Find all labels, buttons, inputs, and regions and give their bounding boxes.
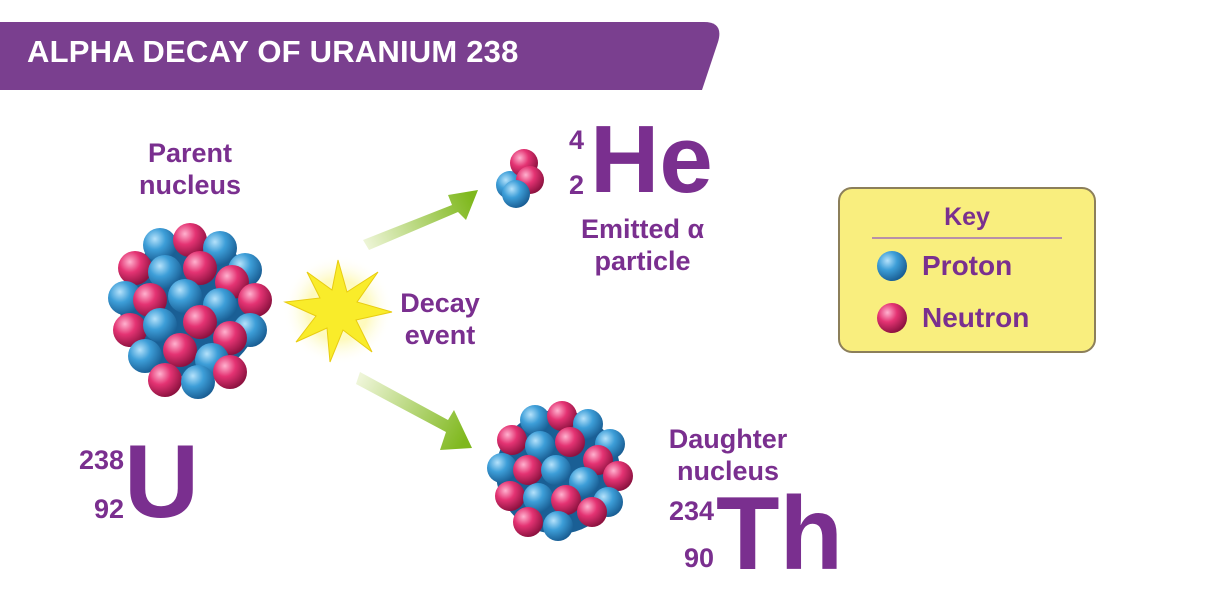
decay-event-label: Decay event: [380, 287, 500, 351]
neutron-icon: [877, 303, 907, 333]
uranium-atomic-number: 92: [93, 494, 124, 524]
decay-label-line2: event: [404, 320, 476, 350]
key-neutron-row: Neutron: [876, 300, 1029, 336]
diagram-title: ALPHA DECAY OF URANIUM 238: [27, 34, 519, 69]
parent-nucleus: [108, 223, 272, 399]
proton-label: Proton: [922, 250, 1013, 281]
parent-label-line2: nucleus: [138, 170, 242, 200]
alpha-label-line2: particle: [594, 246, 691, 276]
daughter-label-line1: Daughter: [668, 424, 788, 454]
daughter-nucleus-label: Daughter nucleus: [648, 423, 808, 487]
helium-atomic-number: 2: [568, 170, 584, 200]
uranium-mass-number: 238: [78, 445, 124, 475]
helium-mass-number: 4: [568, 125, 584, 155]
neutron-label: Neutron: [922, 302, 1030, 333]
alpha-particle: [496, 149, 544, 208]
proton-icon: [877, 251, 907, 281]
decay-label-line1: Decay: [400, 288, 480, 318]
thorium-atomic-number: 90: [683, 543, 714, 573]
key-divider: [872, 237, 1062, 239]
alpha-particle-label: Emitted α particle: [560, 213, 725, 277]
key-box: Key Proton Neutr: [838, 187, 1096, 353]
alpha-label-line1: Emitted α: [580, 214, 705, 244]
thorium-symbol: Th: [716, 476, 844, 592]
arrow-to-alpha: [363, 190, 478, 250]
decay-star: [283, 255, 393, 365]
thorium-mass-number: 234: [668, 496, 714, 526]
title-banner: [0, 22, 720, 90]
key-title: Key: [944, 203, 990, 231]
key-proton-row: Proton: [876, 248, 1012, 284]
helium-symbol: He: [590, 106, 713, 213]
parent-nucleus-label: Parent nucleus: [120, 137, 260, 201]
uranium-symbol: U: [124, 424, 200, 540]
daughter-nucleus: [487, 401, 633, 541]
parent-label-line1: Parent: [147, 138, 233, 168]
daughter-label-line2: nucleus: [676, 456, 780, 486]
arrow-to-daughter: [356, 372, 472, 450]
